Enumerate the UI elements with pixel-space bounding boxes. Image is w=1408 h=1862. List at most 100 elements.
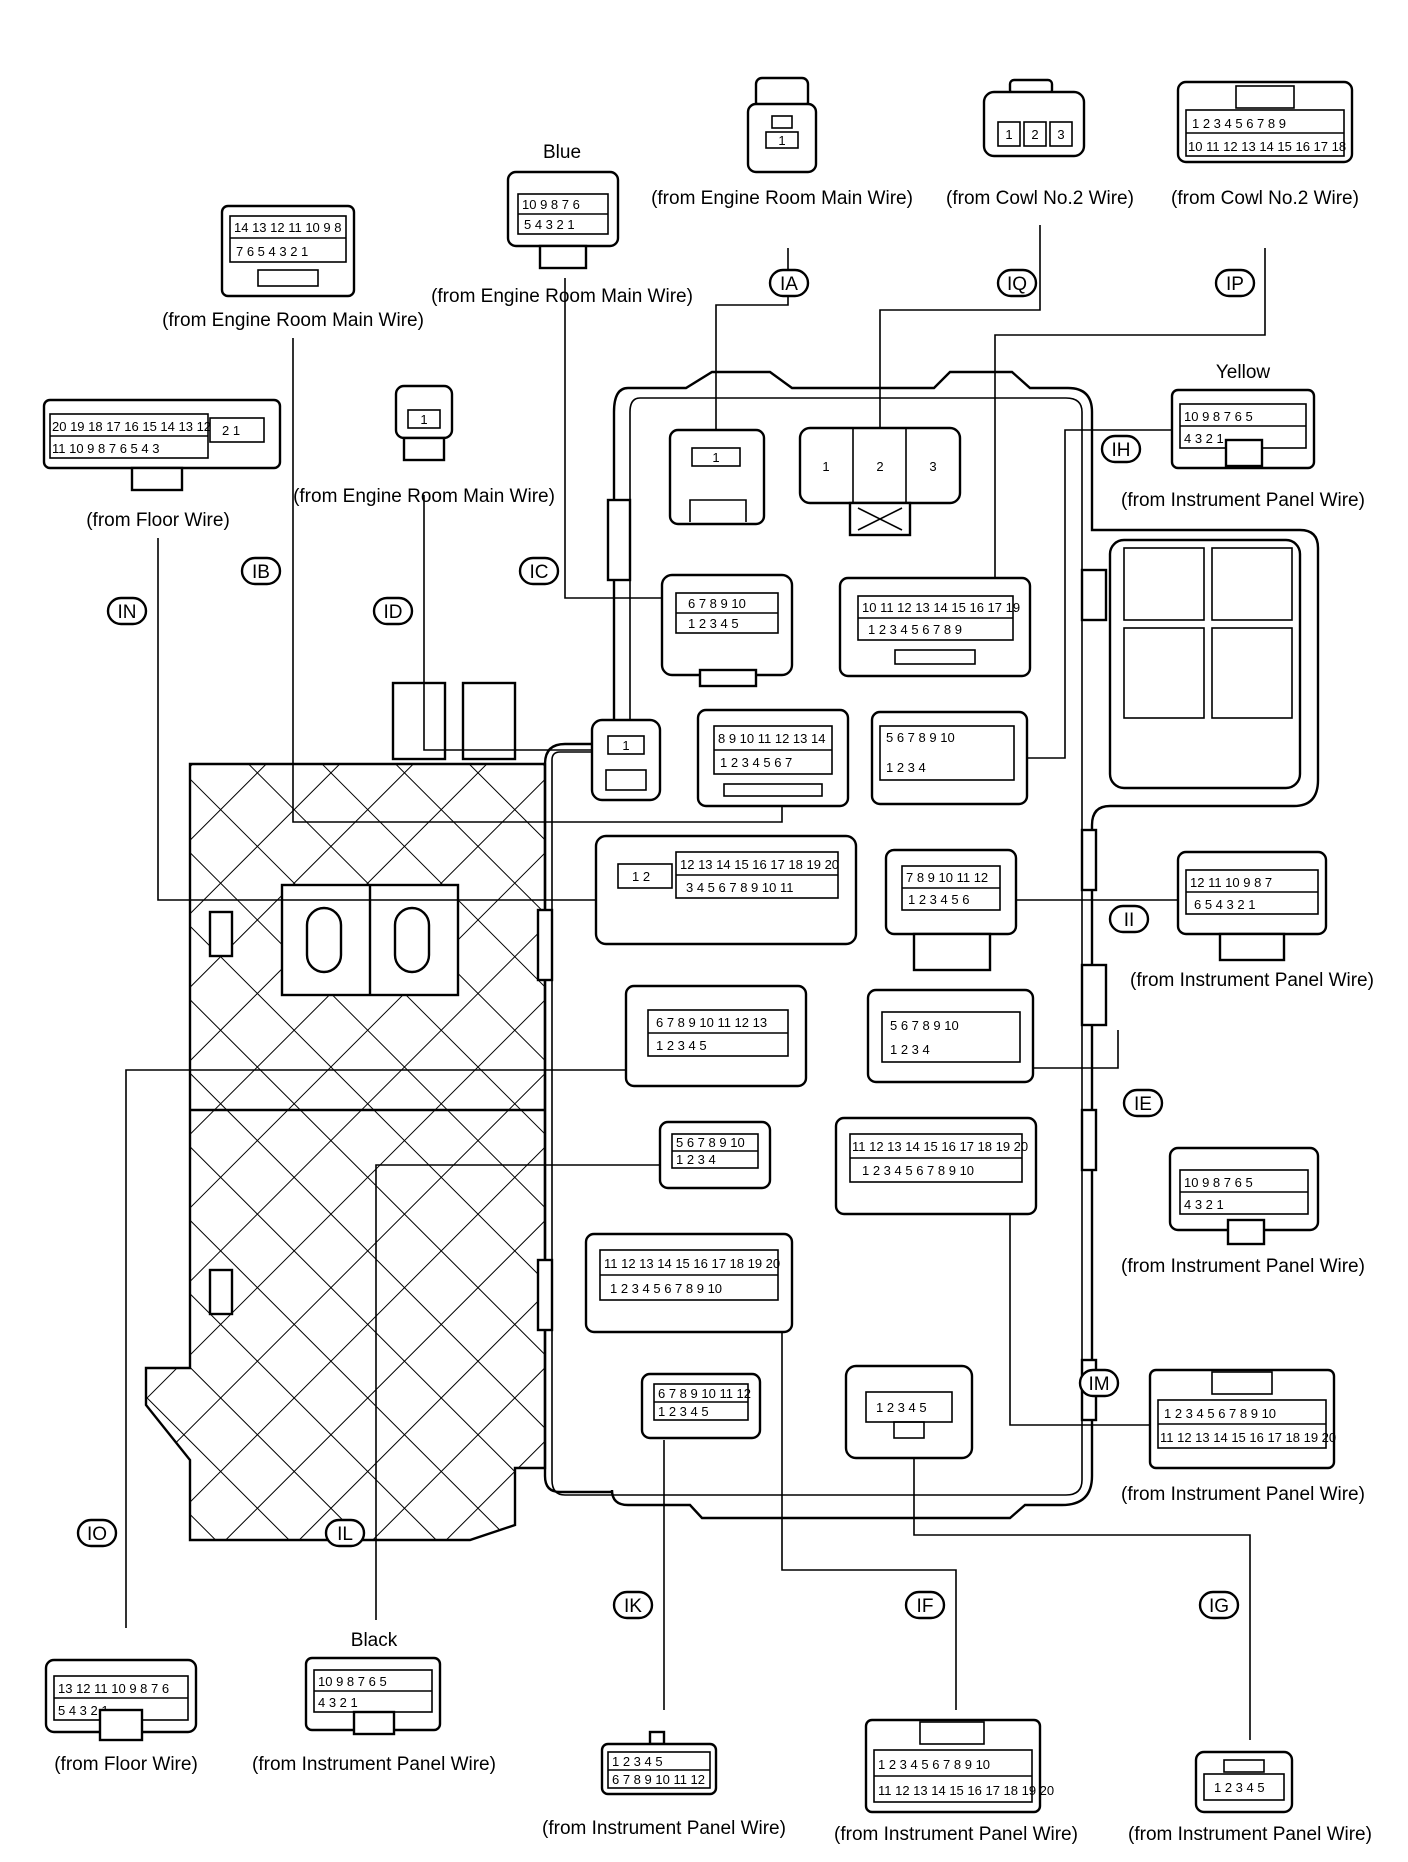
id-ip: IP: [1214, 268, 1256, 298]
svg-text:5 6 7 8 9 10: 5 6 7 8 9 10: [890, 1018, 959, 1033]
svg-text:IC: IC: [530, 562, 549, 583]
svg-text:1 2 3 4: 1 2 3 4: [886, 760, 926, 775]
svg-text:13 12 11 10 9 8 7 6: 13 12 11 10 9 8 7 6: [58, 1681, 169, 1696]
svg-text:1 2 3 4 5: 1 2 3 4 5: [1214, 1780, 1265, 1795]
id-iq: IQ: [996, 268, 1038, 298]
svg-text:1 2 3 4 5: 1 2 3 4 5: [658, 1404, 709, 1419]
svg-text:11 10 9 8 7 6 5 4 3: 11 10 9 8 7 6 5 4 3: [52, 441, 159, 456]
svg-text:1 2: 1 2: [632, 869, 650, 884]
svg-text:(from Engine Room Main Wire): (from Engine Room Main Wire): [431, 286, 693, 307]
svg-text:12 13 14 15 16 17 18 19 20: 12 13 14 15 16 17 18 19 20: [680, 857, 839, 872]
connector-im: 1 2 3 4 5 6 7 8 9 10 11 12 13 14 15 16 1…: [1121, 1368, 1365, 1505]
svg-text:Yellow: Yellow: [1216, 362, 1271, 383]
socket-iq: 1 2 3: [798, 426, 962, 537]
svg-text:12 11 10 9 8 7: 12 11 10 9 8 7: [1190, 875, 1272, 890]
socket-ie: 5 6 7 8 9 10 1 2 3 4: [866, 988, 1035, 1084]
svg-text:IE: IE: [1134, 1094, 1152, 1115]
socket-ig: 1 2 3 4 5: [844, 1364, 974, 1460]
svg-text:(from Engine Room Main Wire): (from Engine Room Main Wire): [293, 486, 555, 507]
socket-ib: 8 9 10 11 12 13 14 1 2 3 4 5 6 7: [696, 708, 850, 808]
connector-iq: 1 2 3 (from Cowl No.2 Wire): [946, 78, 1134, 209]
id-im: IM: [1078, 1368, 1120, 1398]
id-il: IL: [324, 1518, 366, 1548]
id-in: IN: [106, 596, 148, 626]
svg-text:6 7 8 9 10 11 12: 6 7 8 9 10 11 12: [658, 1386, 751, 1401]
svg-text:1: 1: [822, 459, 829, 474]
id-ic: IC: [518, 556, 560, 586]
socket-ik: 6 7 8 9 10 11 12 1 2 3 4 5: [640, 1372, 762, 1440]
svg-text:5 4 3 2 1: 5 4 3 2 1: [524, 217, 575, 232]
svg-text:2: 2: [876, 459, 883, 474]
svg-text:11 12 13 14 15 16 17 18 19 20: 11 12 13 14 15 16 17 18 19 20: [1160, 1430, 1336, 1445]
svg-text:IG: IG: [1209, 1596, 1229, 1617]
connector-io: 13 12 11 10 9 8 7 6 5 4 3 2 1 (from Floo…: [44, 1658, 198, 1775]
svg-text:1: 1: [712, 450, 719, 465]
id-id: ID: [372, 596, 414, 626]
svg-text:3: 3: [929, 459, 936, 474]
svg-text:(from Floor Wire): (from Floor Wire): [86, 510, 230, 531]
svg-text:10 9 8 7 6 5: 10 9 8 7 6 5: [318, 1674, 387, 1689]
svg-text:1 2 3 4 5 6 7 8 9 10: 1 2 3 4 5 6 7 8 9 10: [862, 1163, 974, 1178]
svg-text:ID: ID: [384, 602, 403, 623]
svg-text:1 2 3 4 5: 1 2 3 4 5: [688, 616, 739, 631]
svg-text:IM: IM: [1088, 1374, 1109, 1395]
svg-text:IK: IK: [624, 1596, 642, 1617]
connector-ii: 12 11 10 9 8 7 6 5 4 3 2 1 (from Instrum…: [1130, 850, 1374, 991]
connector-ik: 1 2 3 4 5 6 7 8 9 10 11 12 (from Instrum…: [542, 1730, 786, 1839]
socket-im: 11 12 13 14 15 16 17 18 19 20 1 2 3 4 5 …: [834, 1116, 1038, 1216]
socket-if: 11 12 13 14 15 16 17 18 19 20 1 2 3 4 5 …: [584, 1232, 794, 1334]
svg-text:5 4 3 2 1: 5 4 3 2 1: [58, 1703, 109, 1718]
id-ih: IH: [1100, 434, 1142, 464]
connector-in: 20 19 18 17 16 15 14 13 12 11 10 9 8 7 6…: [42, 398, 282, 531]
svg-text:(from Engine Room Main Wire): (from Engine Room Main Wire): [651, 188, 913, 209]
svg-text:5 6 7 8 9 10: 5 6 7 8 9 10: [676, 1135, 745, 1150]
junction-block-body: [144, 370, 1320, 1542]
external-connectors: 1 (from Engine Room Main Wire) 1 2 3 (fr…: [42, 76, 1374, 1845]
svg-text:1: 1: [778, 133, 785, 148]
id-ie: IE: [1122, 1088, 1164, 1118]
svg-text:1: 1: [1005, 127, 1012, 142]
svg-text:1 2 3 4 5: 1 2 3 4 5: [656, 1038, 707, 1053]
svg-text:14 13 12 11 10 9 8: 14 13 12 11 10 9 8: [234, 220, 341, 235]
svg-text:IA: IA: [780, 274, 798, 295]
svg-text:10 9 8 7 6: 10 9 8 7 6: [522, 197, 580, 212]
id-if: IF: [904, 1590, 946, 1620]
svg-text:2: 2: [1031, 127, 1038, 142]
svg-text:(from Floor Wire): (from Floor Wire): [54, 1754, 198, 1775]
svg-text:1 2 3 4 5 6 7 8 9 10: 1 2 3 4 5 6 7 8 9 10: [1164, 1406, 1276, 1421]
socket-ii: 7 8 9 10 11 12 1 2 3 4 5 6: [884, 848, 1018, 972]
svg-text:IQ: IQ: [1007, 274, 1027, 295]
connector-ig: 1 2 3 4 5 (from Instrument Panel Wire): [1128, 1750, 1372, 1845]
svg-text:8 9 10 11 12 13 14: 8 9 10 11 12 13 14: [718, 731, 825, 746]
svg-text:11 12 13 14 15 16 17 18 19 20: 11 12 13 14 15 16 17 18 19 20: [604, 1256, 780, 1271]
svg-text:3: 3: [1057, 127, 1064, 142]
connector-ip: 1 2 3 4 5 6 7 8 9 10 11 12 13 14 15 16 1…: [1171, 80, 1359, 209]
connector-ic: Blue 10 9 8 7 6 5 4 3 2 1 (from Engine R…: [431, 142, 693, 307]
svg-text:IF: IF: [917, 1596, 934, 1617]
svg-text:IO: IO: [87, 1524, 107, 1545]
block-sockets: 1 1 2 3 6 7 8 9 10 1 2 3 4 5 10 11 12 13…: [584, 426, 1038, 1460]
connector-if: 1 2 3 4 5 6 7 8 9 10 11 12 13 14 15 16 1…: [834, 1718, 1078, 1845]
id-ib: IB: [240, 556, 282, 586]
socket-ih: 5 6 7 8 9 10 1 2 3 4: [870, 710, 1029, 806]
svg-text:20 19 18 17 16 15 14 13 12: 20 19 18 17 16 15 14 13 12: [52, 419, 211, 434]
socket-in: 1 2 12 13 14 15 16 17 18 19 20 3 4 5 6 7…: [594, 834, 858, 946]
svg-text:4 3 2 1: 4 3 2 1: [1184, 1197, 1224, 1212]
svg-text:(from Engine Room Main Wire): (from Engine Room Main Wire): [162, 310, 424, 331]
svg-text:4 3 2 1: 4 3 2 1: [1184, 431, 1224, 446]
svg-text:6 7 8 9 10 11 12 13: 6 7 8 9 10 11 12 13: [656, 1015, 767, 1030]
svg-text:10 11 12 13 14 15 16 17 19: 10 11 12 13 14 15 16 17 19: [862, 600, 1020, 615]
svg-text:(from Cowl No.2 Wire): (from Cowl No.2 Wire): [1171, 188, 1359, 209]
svg-text:(from Instrument Panel Wire): (from Instrument Panel Wire): [1130, 970, 1374, 991]
svg-text:1 2 3 4: 1 2 3 4: [890, 1042, 930, 1057]
connector-ih: Yellow 10 9 8 7 6 5 4 3 2 1 (from Instru…: [1121, 362, 1365, 511]
svg-text:1 2 3 4 5: 1 2 3 4 5: [612, 1754, 663, 1769]
svg-text:11 12 13 14 15 16 17 18 19 20: 11 12 13 14 15 16 17 18 19 20: [878, 1783, 1054, 1798]
id-ia: IA: [768, 268, 810, 298]
connector-ib: 14 13 12 11 10 9 8 7 6 5 4 3 2 1 (from E…: [162, 204, 424, 331]
svg-text:1: 1: [420, 412, 427, 427]
svg-text:4 3 2 1: 4 3 2 1: [318, 1695, 358, 1710]
svg-text:1 2 3 4 5 6 7 8 9: 1 2 3 4 5 6 7 8 9: [1192, 116, 1286, 131]
svg-text:IB: IB: [252, 562, 270, 583]
